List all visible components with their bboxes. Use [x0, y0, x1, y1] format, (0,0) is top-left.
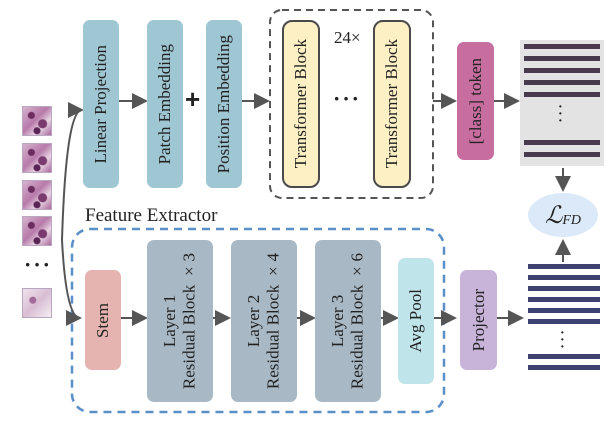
- token-bar: [524, 92, 600, 97]
- position-embedding-label: Position Embedding: [214, 34, 234, 174]
- projector-box: Projector: [460, 270, 497, 370]
- token-bar: [524, 140, 600, 145]
- token-ellipsis: ···: [560, 326, 565, 355]
- layer1-label: Layer 1 Residual Block ×3: [160, 253, 199, 389]
- patch-embedding-box: Patch Embedding: [147, 20, 183, 188]
- transformer-block-1: Transformer Block: [282, 20, 320, 188]
- vit-token-stack: ···: [520, 40, 604, 166]
- transformer-frame: [269, 9, 434, 199]
- token-bar: [528, 264, 600, 269]
- input-patch-image: [22, 180, 52, 210]
- avg-pool-label: Avg Pool: [406, 289, 426, 353]
- input-arrow-top: [61, 102, 84, 241]
- layer1-blocks: Residual Block ×3: [180, 252, 199, 390]
- token-bar: [524, 56, 600, 61]
- input-patch-image: [22, 216, 52, 246]
- layer2-blocks: Residual Block ×4: [264, 252, 283, 390]
- loss-symbol: ℒ: [545, 202, 563, 229]
- layer2-title: Layer 2: [244, 294, 264, 348]
- repeat-count: 24×: [334, 28, 361, 47]
- cnn-token-stack: ···: [524, 264, 604, 374]
- layer3-blocks: Residual Block ×6: [348, 252, 367, 390]
- token-bar: [524, 152, 600, 157]
- layer2-box: Layer 2 Residual Block ×4: [231, 240, 297, 402]
- position-embedding-box: Position Embedding: [206, 20, 242, 188]
- token-bar: [528, 286, 600, 291]
- token-bar: [524, 68, 600, 73]
- transformer-block-2: Transformer Block: [373, 20, 411, 188]
- token-bar: [528, 365, 600, 370]
- stem-label: Stem: [93, 302, 113, 338]
- class-token-label: [class] token: [465, 57, 485, 145]
- token-bar: [528, 354, 600, 359]
- token-bar: [528, 275, 600, 280]
- token-bar: [524, 44, 600, 49]
- input-patch-image: [22, 106, 52, 136]
- plus-sign: +: [185, 84, 201, 114]
- token-ellipsis: ···: [558, 100, 563, 129]
- linear-projection-label: Linear Projection: [91, 44, 111, 164]
- layer1-box: Layer 1 Residual Block ×3: [147, 240, 213, 402]
- input-arrow-bottom: [61, 239, 82, 326]
- input-ellipsis: ···: [24, 252, 53, 277]
- token-bar: [528, 308, 600, 313]
- avg-pool-box: Avg Pool: [398, 258, 434, 384]
- projector-label: Projector: [468, 288, 488, 352]
- class-token-box: [class] token: [457, 42, 494, 160]
- layer1-title: Layer 1: [160, 294, 180, 348]
- input-patch-image: [22, 143, 52, 173]
- token-bar: [528, 319, 600, 324]
- linear-projection-box: Linear Projection: [83, 20, 119, 188]
- input-patch-image: [22, 288, 52, 318]
- patch-embedding-label: Patch Embedding: [155, 43, 175, 165]
- transformer-block-1-label: Transformer Block: [291, 39, 311, 169]
- token-bar: [524, 80, 600, 85]
- loss-subscript: FD: [562, 213, 581, 228]
- layer3-box: Layer 3 Residual Block ×6: [315, 240, 381, 402]
- transformer-ellipsis: ···: [333, 86, 362, 111]
- layer3-title: Layer 3: [328, 294, 348, 348]
- layer2-label: Layer 2 Residual Block ×4: [244, 253, 283, 389]
- transformer-block-2-label: Transformer Block: [382, 39, 402, 169]
- layer3-label: Layer 3 Residual Block ×6: [328, 253, 367, 389]
- feature-extractor-title: Feature Extractor: [85, 205, 218, 226]
- token-bar: [528, 297, 600, 302]
- stem-box: Stem: [85, 270, 121, 370]
